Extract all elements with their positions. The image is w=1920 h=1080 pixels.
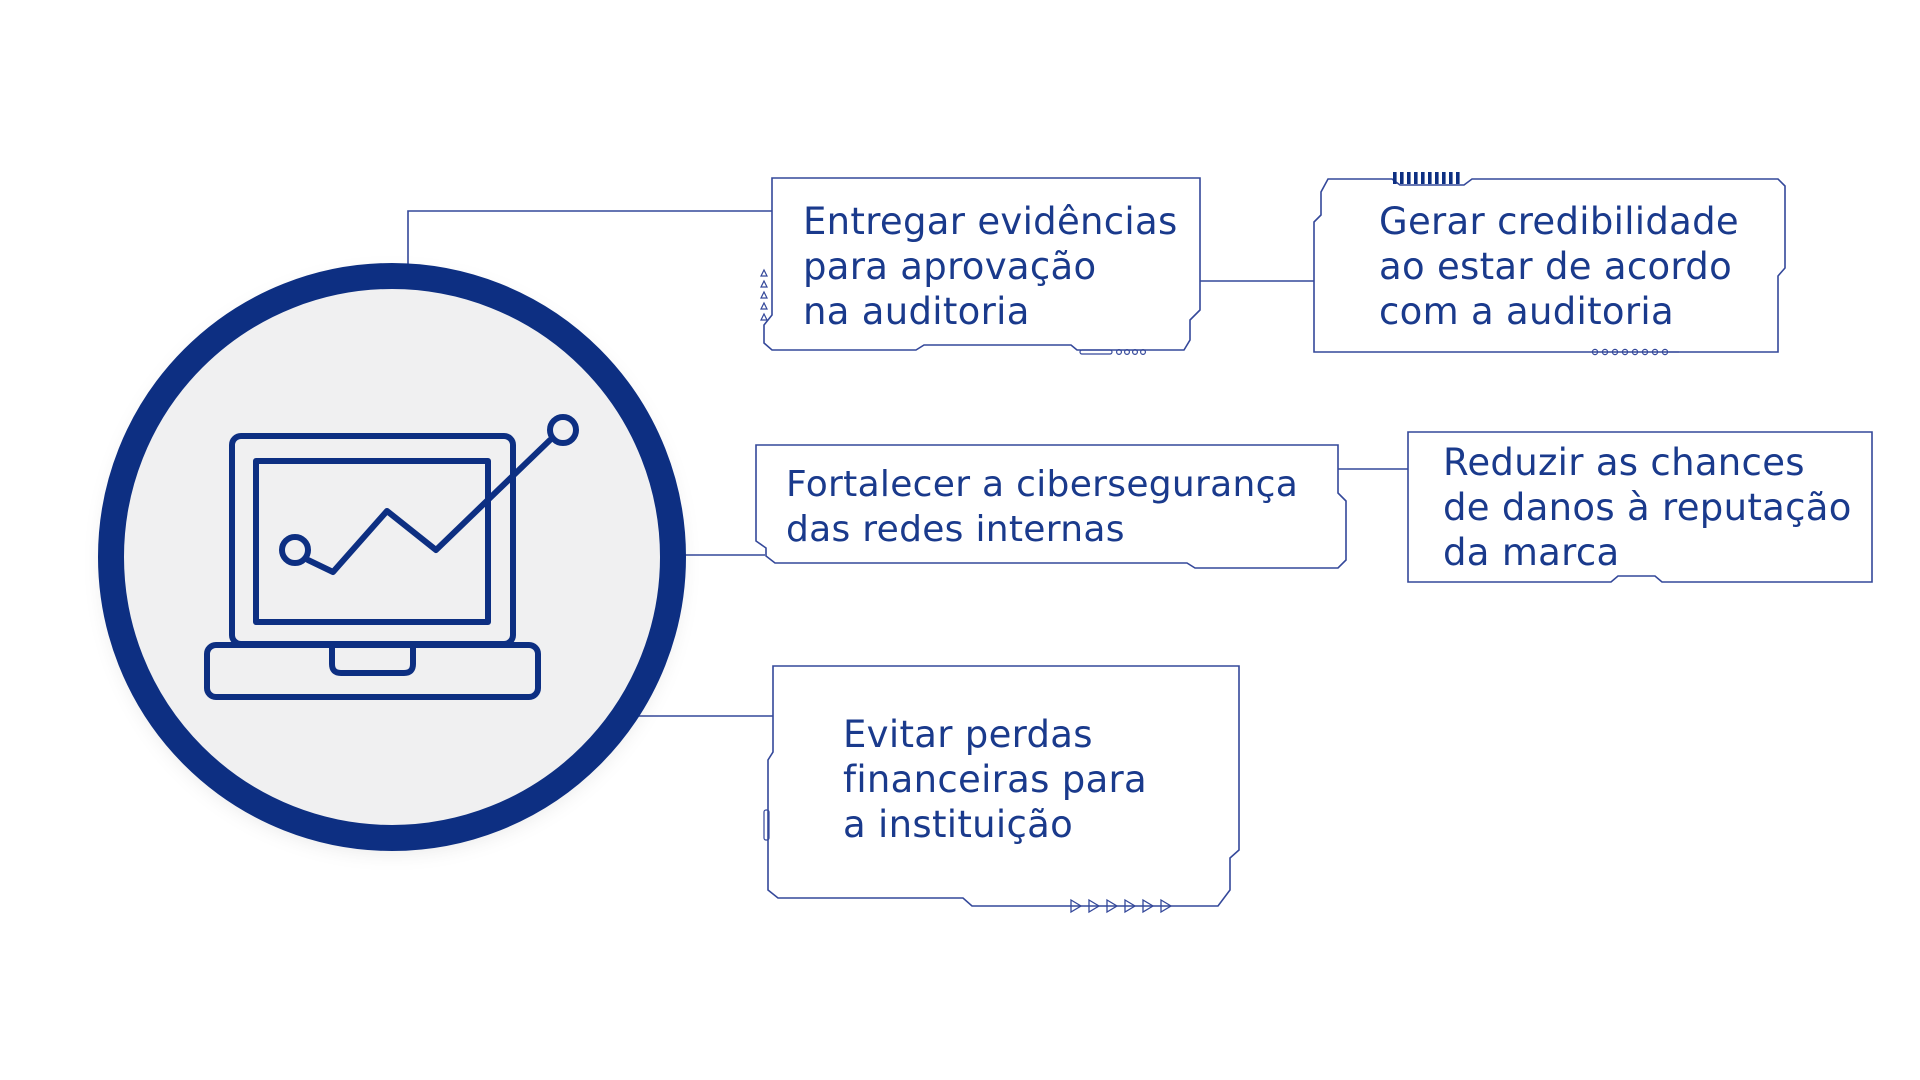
box-perdas-text: Evitar perdas financeiras para a institu…	[843, 712, 1147, 847]
box-evidencias-line-1: Entregar evidências	[803, 200, 1178, 243]
box-credibilidade-line-2: ao estar de acordo	[1379, 245, 1733, 288]
connector-hub-to-evidencias	[407, 210, 772, 265]
box-evidencias-dots-deco	[1079, 349, 1146, 356]
box-perdas-line-1: Evitar perdas	[843, 713, 1093, 756]
box-evidencias-text: Entregar evidências para aprovação na au…	[803, 199, 1178, 334]
laptop-growth-chart-icon	[204, 414, 579, 700]
box-ciberseguranca-line-2: das redes internas	[786, 509, 1125, 550]
box-reputacao-line-2: de danos à reputação	[1443, 486, 1852, 529]
box-evidencias-triangle-deco	[760, 268, 768, 321]
box-credibilidade-line-1: Gerar credibilidade	[1379, 200, 1740, 243]
box-credibilidade-text: Gerar credibilidade ao estar de acordo c…	[1379, 199, 1739, 334]
box-reputacao-text: Reduzir as chances de danos à reputação …	[1443, 440, 1852, 575]
box-ciberseguranca-line-1: Fortalecer a cibersegurança	[786, 464, 1299, 505]
box-credibilidade-frame	[1313, 172, 1786, 356]
box-ciberseguranca-text: Fortalecer a cibersegurança das redes in…	[786, 462, 1298, 552]
box-credibilidade-dots-deco	[1591, 348, 1679, 356]
box-ciberseguranca-frame	[755, 444, 1347, 569]
box-reputacao-line-1: Reduzir as chances	[1443, 441, 1805, 484]
box-reputacao-line-3: da marca	[1443, 531, 1620, 574]
box-perdas-line-3: a instituição	[843, 803, 1074, 846]
box-reputacao-frame	[1407, 431, 1873, 583]
connector-lines	[407, 210, 1408, 717]
box-evidencias-line-3: na auditoria	[803, 290, 1030, 333]
box-perdas-arrows-deco	[1070, 898, 1173, 914]
box-evidencias-frame	[760, 177, 1201, 356]
box-credibilidade-bars-deco	[1393, 172, 1460, 184]
hub-circle	[98, 263, 686, 851]
box-credibilidade-line-3: com a auditoria	[1379, 290, 1674, 333]
box-perdas-line-2: financeiras para	[843, 758, 1148, 801]
box-evidencias-line-2: para aprovação	[803, 245, 1097, 288]
box-perdas-frame	[763, 665, 1240, 914]
box-perdas-side-tab-deco	[763, 809, 770, 841]
